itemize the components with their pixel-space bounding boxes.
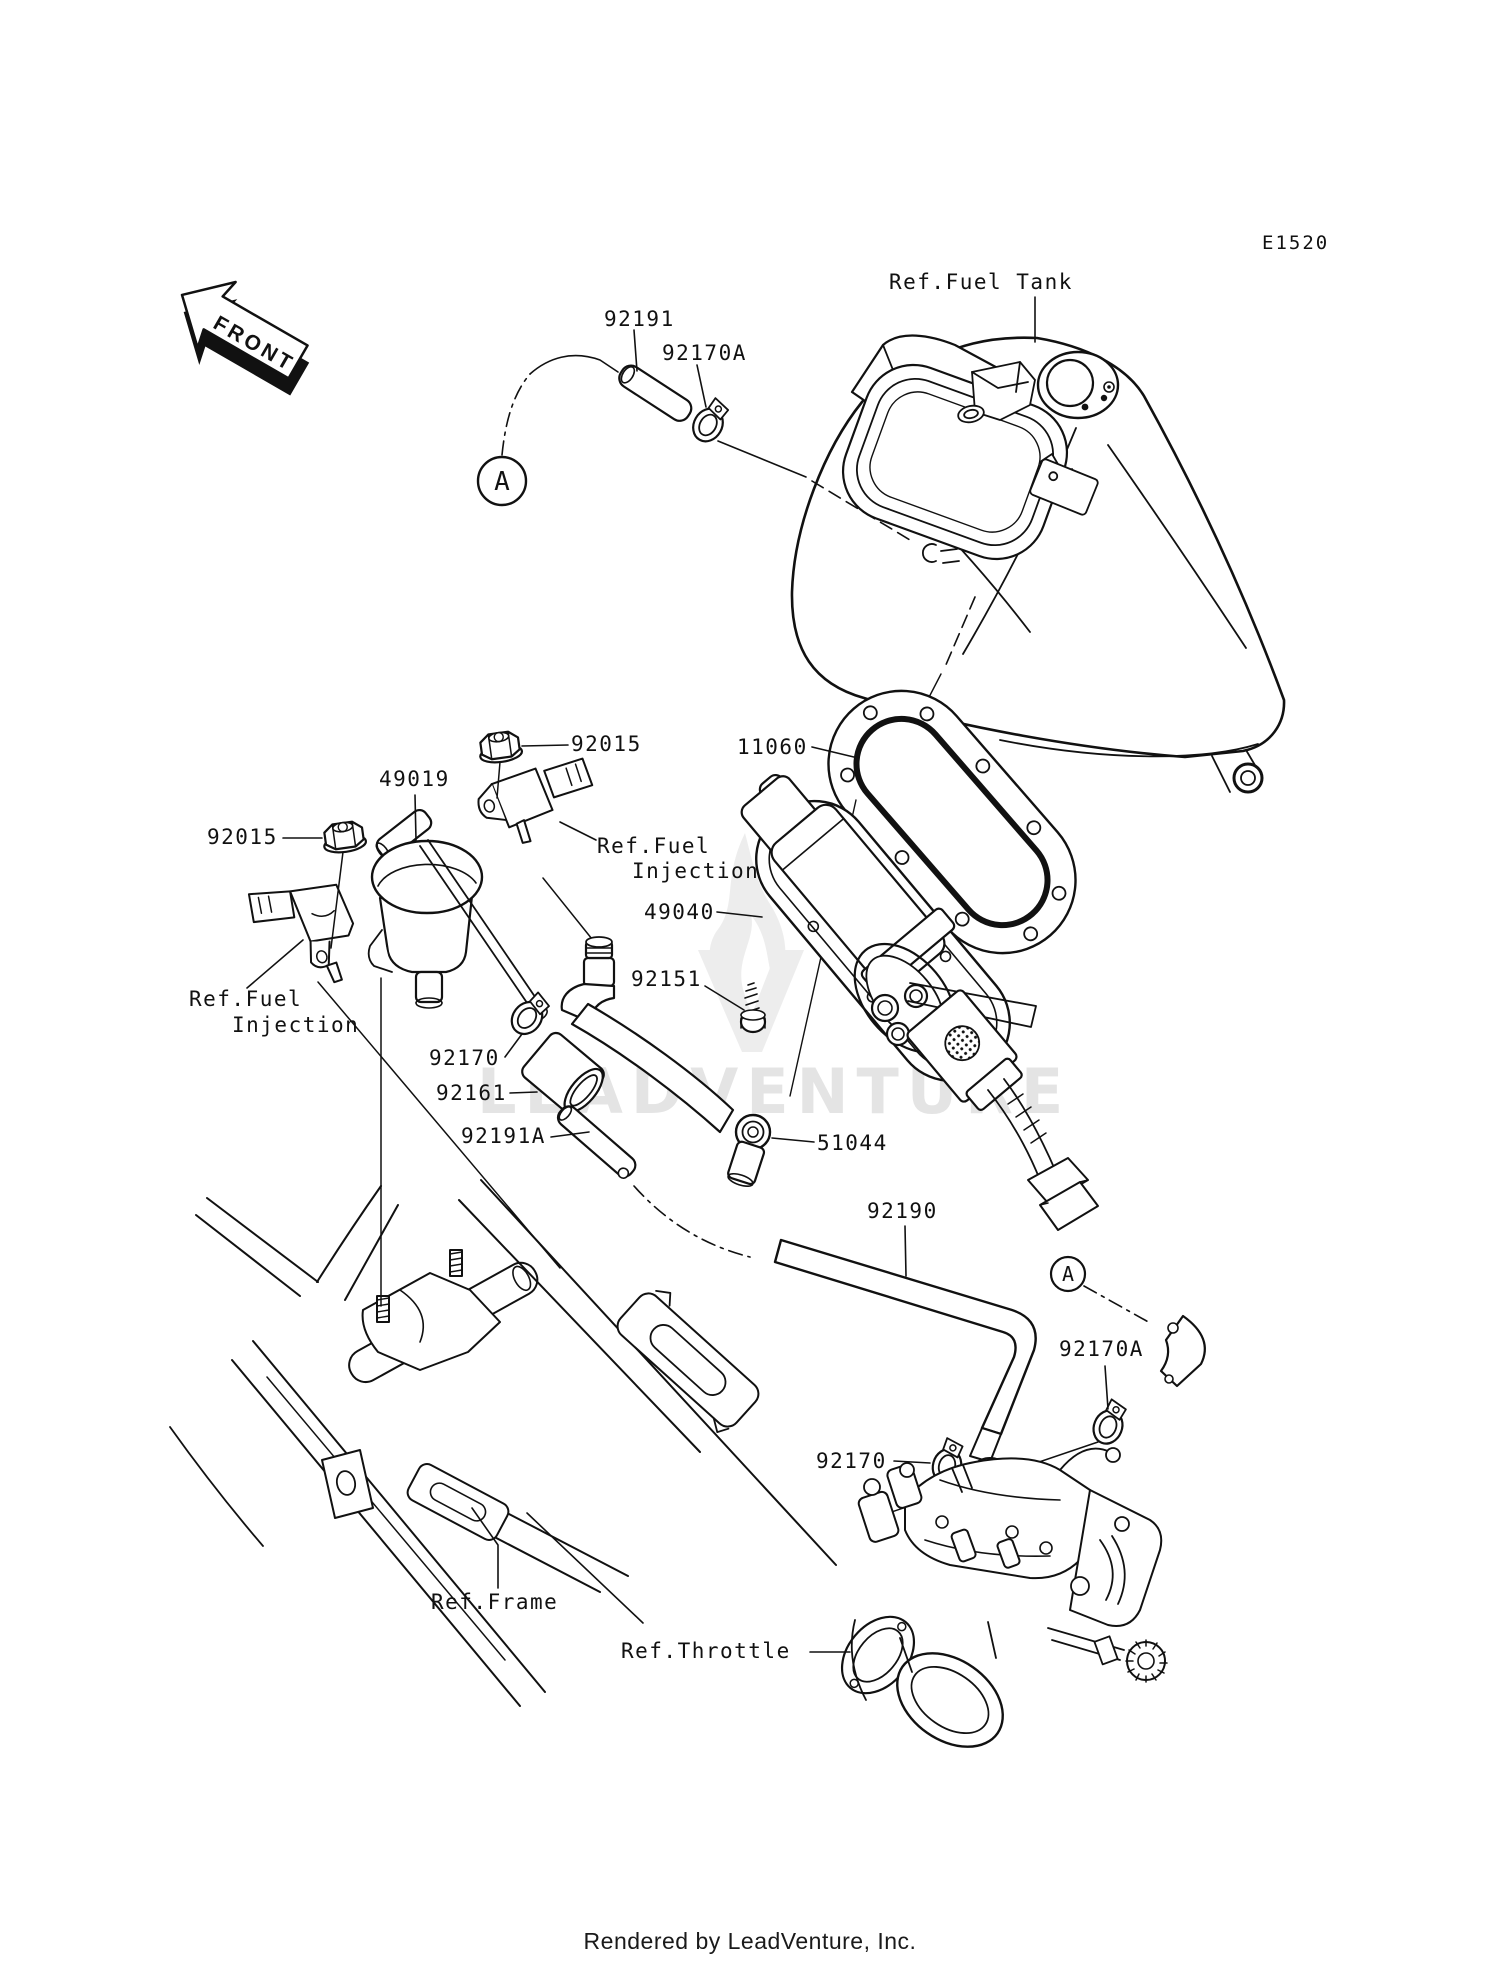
rendered-by-footer: Rendered by LeadVenture, Inc. [583,1928,917,1954]
callout-11060: 11060 [737,735,808,759]
ref-fuel-injection-right-line1: Ref.Fuel [597,834,711,858]
detail-marker-a-bottom: A [1049,1255,1087,1293]
ref-fuel-injection-left-line1: Ref.Fuel [189,987,303,1011]
callout-49040: 49040 [644,900,715,924]
callout-49019: 49019 [379,767,450,791]
screw-92151-drawing [739,982,767,1034]
filter-chain-drawing [504,987,637,1179]
fuel-injection-sensor-left-drawing [247,818,369,984]
callout-92191: 92191 [604,307,675,331]
callout-92170a-bottom: 92170A [1059,1337,1144,1361]
gasket-11060-drawing [827,689,1077,955]
callout-92151: 92151 [631,967,702,991]
callout-51044: 51044 [817,1131,888,1155]
detail-marker-a-top-label: A [494,467,510,497]
leader-lines [246,296,1109,1653]
front-direction-arrow: FRONT [180,280,310,396]
frame-drawing [169,1179,837,1707]
ref-fuel-injection-right-line2: Injection [632,859,760,883]
diagram-code: E1520 [1262,232,1330,254]
callout-92170-mid: 92170 [429,1046,500,1070]
throttle-body-drawing [840,1447,1168,1748]
ref-fuel-tank-label: Ref.Fuel Tank [889,270,1073,294]
fuel-pump-49040-drawing [739,773,1099,1231]
detail-marker-a-bottom-label: A [1062,1262,1074,1286]
callout-92191a: 92191A [461,1124,546,1148]
callout-92015-right: 92015 [571,732,642,756]
outlet-pipe-51044-drawing [560,936,772,1187]
callout-92190: 92190 [867,1199,938,1223]
fuel-hose-92191-drawing [501,354,735,456]
detail-marker-a-top: A [476,455,528,507]
callout-92170-bottom: 92170 [816,1449,887,1473]
ref-frame-label: Ref.Frame [431,1590,559,1614]
ref-fuel-injection-left-line2: Injection [232,1013,360,1037]
callout-92161: 92161 [436,1081,507,1105]
fuel-tank-drawing [717,334,1286,794]
callout-92015-left: 92015 [207,825,278,849]
callout-92170a-top: 92170A [662,341,747,365]
fuel-injection-sensor-right-drawing [476,728,597,945]
ref-throttle-label: Ref.Throttle [621,1639,791,1663]
